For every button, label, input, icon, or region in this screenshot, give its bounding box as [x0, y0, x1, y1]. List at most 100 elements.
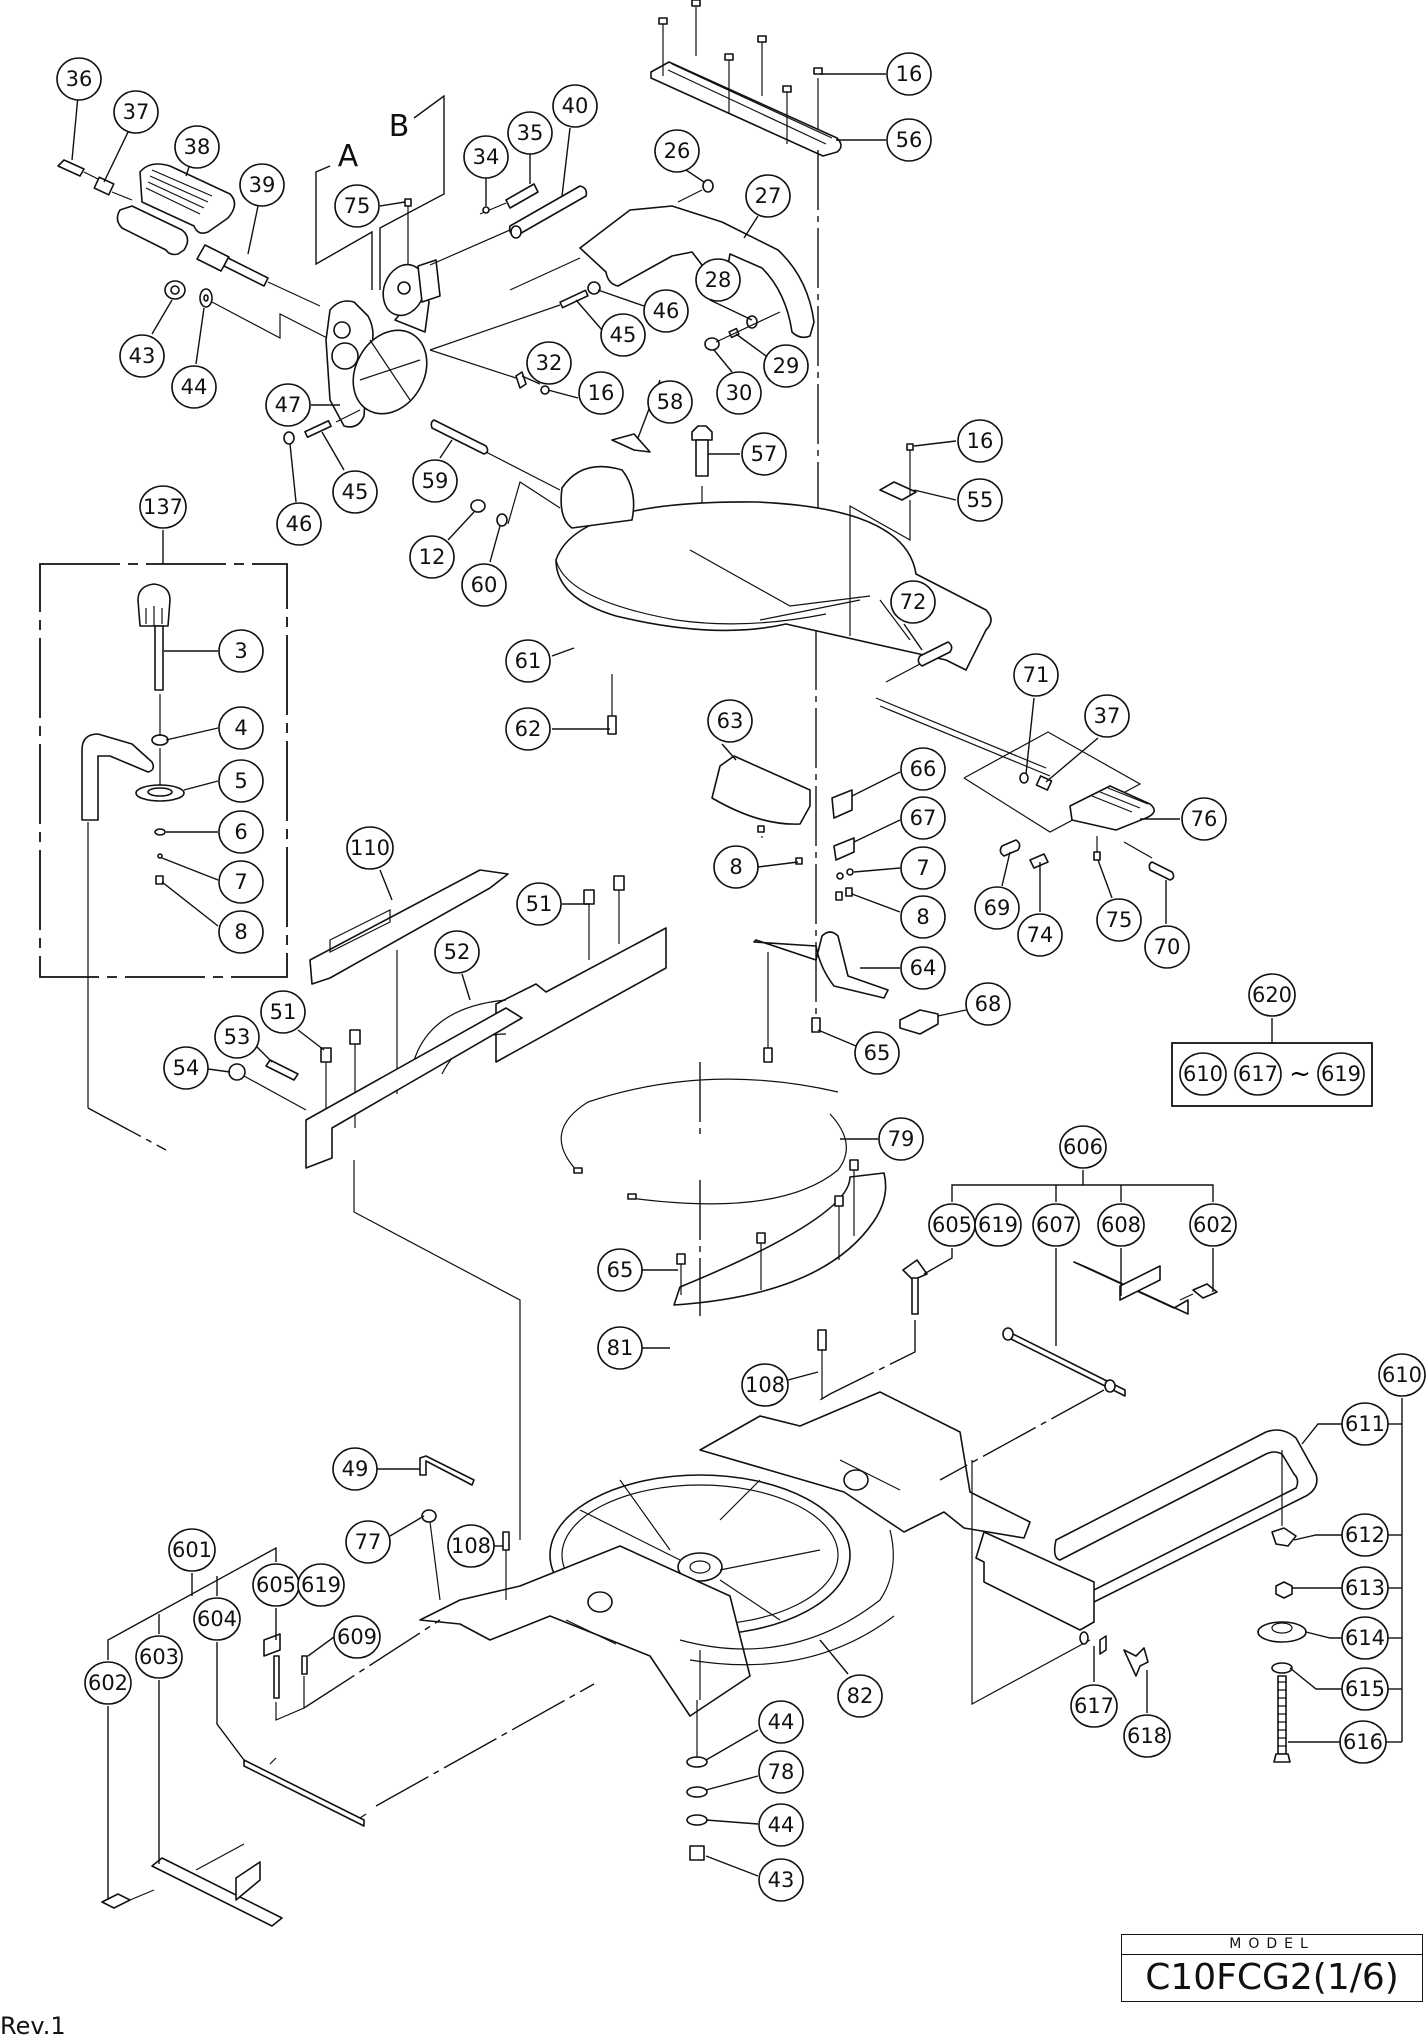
callout-circle: [193, 1597, 241, 1641]
callouts: 3637383975343540262716562846452930321643…: [56, 52, 1426, 1902]
callout-51: 51: [516, 882, 562, 926]
callout-number: 606: [1063, 1135, 1103, 1159]
callout-number: 51: [270, 1000, 297, 1024]
part-76-handle: [963, 731, 1175, 881]
callout-number: 620: [1252, 983, 1292, 1007]
callout-circle: [139, 485, 187, 529]
callout-number: 607: [1036, 1213, 1076, 1237]
callout-616: 616: [1339, 1720, 1387, 1764]
callout-circle: [745, 174, 791, 218]
callout-605: 605: [928, 1203, 976, 1247]
callout-circle: [1339, 1720, 1387, 1764]
callout-circle: [900, 895, 946, 939]
callout-circle: [741, 432, 787, 476]
part-110-fence: [309, 869, 509, 1094]
model-box: MODEL C10FCG2(1/6): [1121, 1934, 1423, 2002]
callout-number: 30: [726, 381, 753, 405]
callout-circle: [505, 707, 551, 751]
callout-circle: [1059, 1125, 1107, 1169]
model-value: C10FCG2(1/6): [1145, 1957, 1399, 1998]
callout-55: 55: [957, 478, 1003, 522]
callout-number: 612: [1345, 1523, 1385, 1547]
callout-circle: [218, 759, 264, 803]
callout-26: 26: [654, 129, 700, 173]
part-137-assembly: [39, 563, 288, 1151]
part-59-shaft: [430, 419, 561, 491]
callout-number: 78: [768, 1760, 795, 1784]
callout-108: 108: [447, 1524, 495, 1568]
callout-612: 612: [1341, 1513, 1389, 1557]
callout-6: 6: [218, 810, 264, 854]
callout-circle: [647, 380, 693, 424]
callout-circle: [333, 1615, 381, 1659]
callout-number: 45: [342, 480, 369, 504]
callout-number: 75: [1106, 908, 1133, 932]
callout-number: 16: [588, 381, 615, 405]
callout-43: 43: [758, 1858, 804, 1902]
callout-8: 8: [713, 845, 759, 889]
callout-circle: [1032, 1203, 1080, 1247]
part-605-knob-upper: [819, 1259, 928, 1401]
callout-number: 60: [471, 573, 498, 597]
callout-number: 79: [888, 1127, 915, 1151]
callout-number: 7: [234, 870, 247, 894]
callout-40: 40: [552, 84, 598, 128]
callout-number: 6: [234, 820, 247, 844]
callout-74: 74: [1017, 913, 1063, 957]
callout-60: 60: [461, 563, 507, 607]
callout-number: 32: [536, 351, 563, 375]
callout-circle: [900, 747, 946, 791]
callout-57: 57: [741, 432, 787, 476]
callout-circle: [507, 111, 553, 155]
callout-71: 71: [1013, 653, 1059, 697]
callout-circle: [447, 1524, 495, 1568]
callout-number: 610: [1382, 1363, 1422, 1387]
part-28-30-hardware: [704, 311, 781, 351]
callout-56: 56: [886, 118, 932, 162]
callout-circle: [552, 84, 598, 128]
part-gear-disk: [382, 259, 441, 317]
part-base: [419, 1391, 1031, 1717]
callout-circle: [1084, 694, 1130, 738]
callout-circle: [516, 882, 562, 926]
callout-number: 49: [342, 1457, 369, 1481]
part-26-screw: [677, 179, 714, 203]
callout-number: 8: [234, 920, 247, 944]
callout-circle: [890, 580, 936, 624]
callout-circle: [597, 1248, 643, 1292]
callout-number: 38: [184, 135, 211, 159]
callout-610: 610: [1378, 1353, 1426, 1397]
callout-601: 601: [168, 1528, 216, 1572]
callout-44: 44: [758, 1803, 804, 1847]
callout-608: 608: [1097, 1203, 1145, 1247]
callout-65: 65: [597, 1248, 643, 1292]
rod-61-76: [875, 697, 1051, 777]
callout-39: 39: [239, 163, 285, 207]
callout-circle: [654, 129, 700, 173]
callout-circle: [461, 563, 507, 607]
callout-number: 619: [1321, 1062, 1361, 1086]
callout-circle: [1341, 1616, 1389, 1660]
callout-circle: [707, 699, 753, 743]
callout-circle: [1341, 1402, 1389, 1446]
callout-78: 78: [758, 1750, 804, 1794]
callout-number: 4: [234, 716, 247, 740]
callout-number: 67: [910, 806, 937, 830]
section-brackets: [315, 94, 445, 290]
callout-number: 27: [755, 184, 782, 208]
callout-circle: [1317, 1052, 1365, 1096]
callout-circle: [260, 990, 306, 1034]
section-label-b: B: [389, 109, 410, 144]
callout-number: 29: [773, 354, 800, 378]
callout-70: 70: [1144, 925, 1190, 969]
callout-circle: [600, 313, 646, 357]
callout-circle: [119, 334, 165, 378]
callout-61: 61: [505, 639, 551, 683]
callout-51: 51: [260, 990, 306, 1034]
callout-circle: [1097, 1203, 1145, 1247]
callout-606: 606: [1059, 1125, 1107, 1169]
callout-62: 62: [505, 707, 551, 751]
callout-circle: [965, 982, 1011, 1026]
callout-46: 46: [276, 502, 322, 546]
